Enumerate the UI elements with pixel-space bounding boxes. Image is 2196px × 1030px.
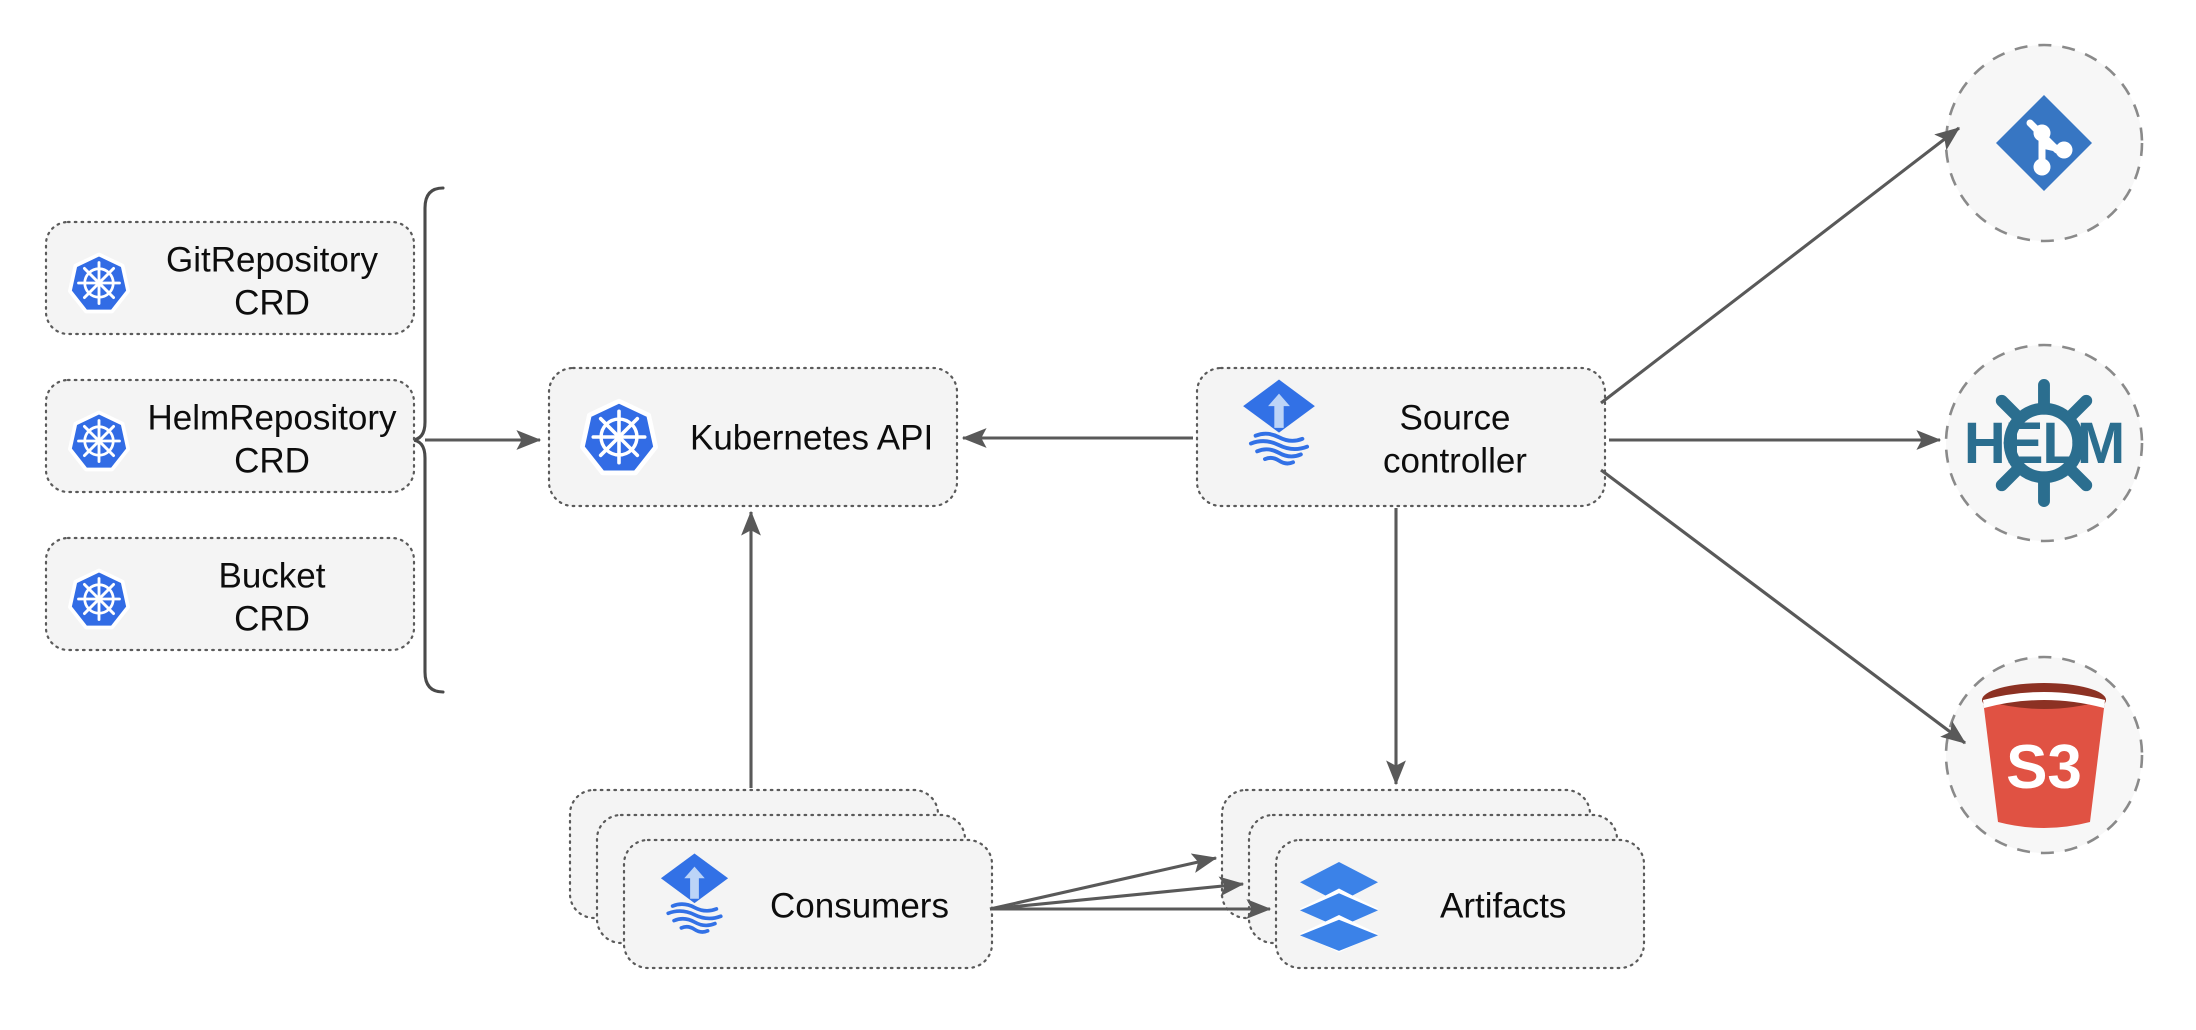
edge-source-to-s3 [1600,468,1966,745]
artifacts-label: Artifacts [1440,886,1566,925]
s3-bucket-icon [1982,683,2106,828]
kubernetes-icon [68,568,130,630]
edge-source-to-git [1600,126,1960,405]
crd-label-line1: GitRepository [166,240,379,279]
edge-consumers-to-artifacts [989,876,1245,911]
kubernetes-icon [68,410,130,472]
kubernetes-icon [68,252,130,314]
crd-label-line2: CRD [234,441,310,480]
crd-label-line2: CRD [234,283,310,322]
node-kubernetes-api[interactable]: Kubernetes API [547,366,959,508]
endpoint-git[interactable] [1944,43,2144,243]
endpoint-s3[interactable]: S3 [1944,655,2144,855]
endpoint-helm[interactable]: HELM [1944,343,2144,543]
node-artifacts[interactable]: Artifacts [1220,788,1646,970]
crd-box-helmrepository[interactable]: HelmRepository CRD [44,378,416,494]
consumers-label: Consumers [770,886,949,925]
crd-label-line1: HelmRepository [148,398,397,437]
crd-box-gitrepository[interactable]: GitRepository CRD [44,220,416,336]
s3-endpoint-label: S3 [2006,733,2082,802]
crd-label-line1: Bucket [219,556,326,595]
source-controller-label-line1: Source [1400,398,1511,437]
crd-brace [409,186,542,694]
crd-box-bucket[interactable]: Bucket CRD [44,536,416,652]
crd-label-line2: CRD [234,599,310,638]
edge-consumers-to-artifacts [989,853,1218,911]
helm-endpoint-label: HELM [1964,411,2124,476]
source-controller-label-line2: controller [1383,441,1527,480]
node-source-controller[interactable]: Source controller [1195,366,1607,508]
node-consumers[interactable]: Consumers [568,788,994,970]
kubernetes-api-label: Kubernetes API [690,418,933,457]
kubernetes-icon [582,401,655,473]
